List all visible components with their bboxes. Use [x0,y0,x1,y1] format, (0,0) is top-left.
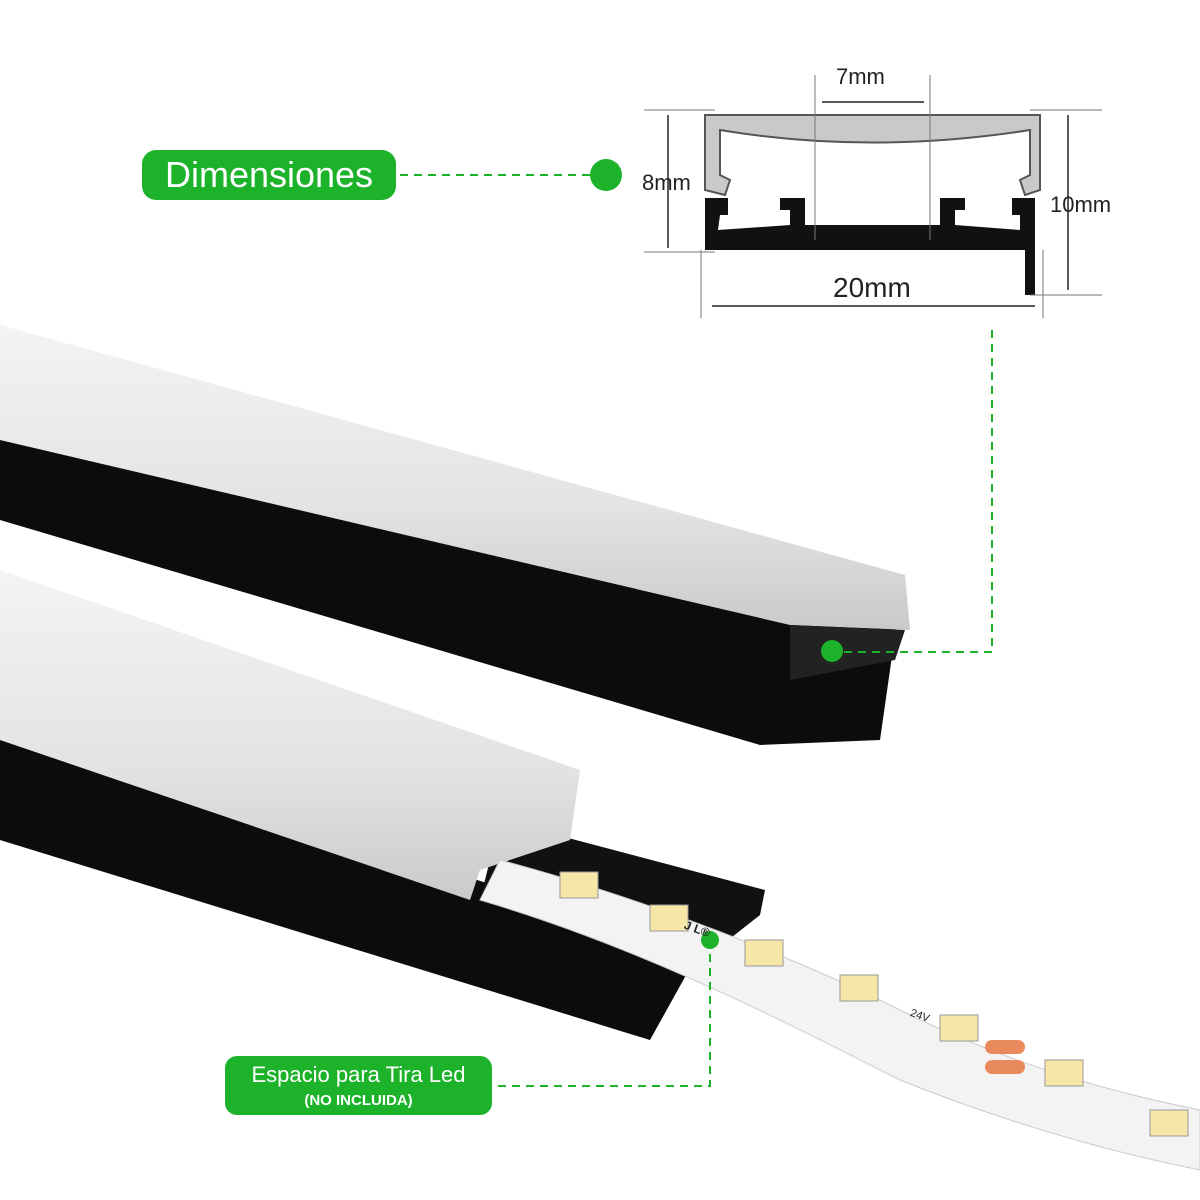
led-strip [479,859,1200,1171]
led-chip [939,1014,979,1042]
dimensions-label: Dimensiones [142,150,396,200]
strip-space-label: Espacio para Tira Led (NO INCLUIDA) [225,1056,492,1115]
inner-height-dimension: 8mm [642,170,691,195]
led-chip [744,939,784,967]
total-width-dimension: 20mm [833,272,911,303]
marker-dot [590,159,622,191]
marker-dot [821,640,843,662]
inner-width-dimension: 7mm [836,64,885,89]
marker-dot [701,931,719,949]
led-chip [559,871,599,899]
led-chip [839,974,879,1002]
not-included-text: (NO INCLUIDA) [304,1092,413,1109]
led-chip [649,904,689,932]
led-chip [1044,1059,1084,1087]
leader-lines [400,174,993,1087]
led-chip [1149,1109,1189,1137]
strip-space-text: Espacio para Tira Led [251,1062,466,1087]
total-height-dimension: 10mm [1050,192,1112,217]
cross-section [644,75,1102,318]
